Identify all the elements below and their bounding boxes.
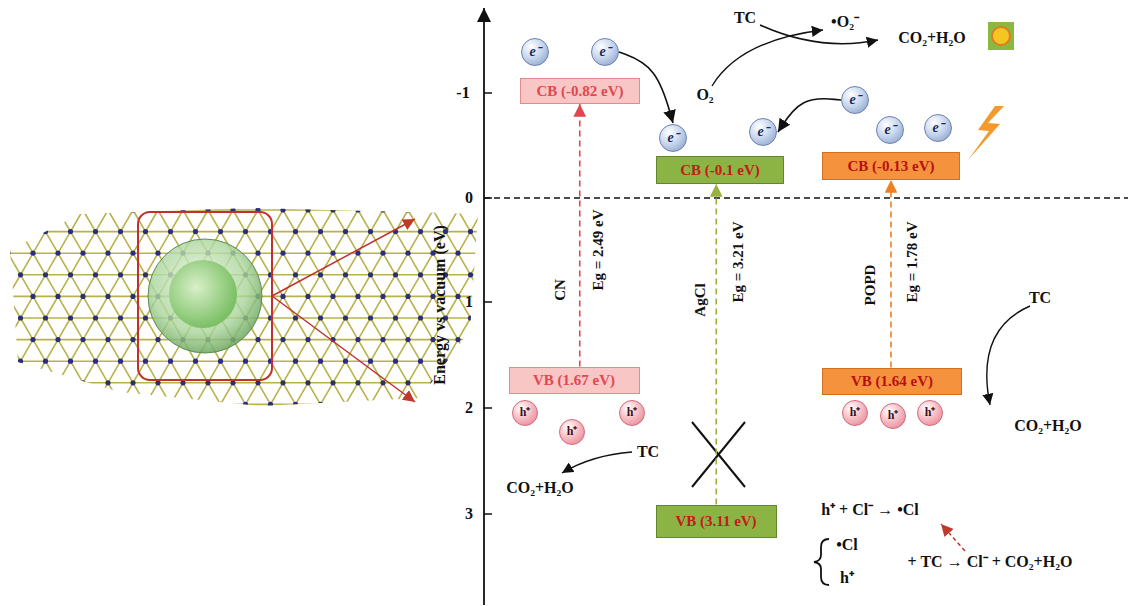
vacuum-zero-line bbox=[484, 197, 1128, 199]
band-gap-label: Eg = 3.21 eV bbox=[730, 221, 747, 302]
band-label: e⁻ bbox=[849, 92, 860, 107]
band-label: h⁺ bbox=[567, 425, 578, 438]
agcl-valence-band: VB (3.11 eV) bbox=[656, 505, 777, 538]
excitation-arrow bbox=[715, 184, 717, 505]
band-label: h⁺ bbox=[888, 409, 899, 422]
band-label: h⁺ bbox=[627, 406, 638, 419]
band-gap-label: AgCl bbox=[692, 283, 709, 316]
band-label: CB (-0.82 eV) bbox=[536, 83, 623, 100]
hole: h⁺ bbox=[842, 400, 868, 426]
agcl-conduction-band: CB (-0.1 eV) bbox=[656, 156, 784, 184]
reaction-label: + TC → Cl⁻ + CO₂+H₂O bbox=[908, 553, 1073, 571]
cn-conduction-band: CB (-0.82 eV) bbox=[520, 78, 640, 104]
tick-label: 0 bbox=[465, 189, 473, 207]
zoom-arrow bbox=[272, 296, 415, 402]
electron: e⁻ bbox=[876, 116, 904, 144]
excitation-arrow bbox=[890, 180, 892, 368]
band-label: h⁺ bbox=[520, 406, 531, 419]
shell-sphere bbox=[148, 239, 262, 353]
blocked-cross bbox=[692, 422, 745, 487]
band-label: e⁻ bbox=[667, 130, 678, 145]
band-label: VB (1.67 eV) bbox=[533, 372, 615, 389]
axis-ticks bbox=[484, 93, 492, 514]
energy-axis bbox=[483, 8, 485, 605]
electron: e⁻ bbox=[521, 38, 549, 66]
core-sphere bbox=[169, 260, 237, 328]
band-gap-label: POPD bbox=[862, 265, 879, 306]
band-label: e⁻ bbox=[529, 44, 540, 59]
band-gap-label: Eg = 2.49 eV bbox=[590, 209, 607, 290]
electron: e⁻ bbox=[591, 38, 619, 66]
reaction-label: h⁺ bbox=[840, 569, 854, 587]
sun-icon bbox=[988, 22, 1014, 50]
zoom-arrow bbox=[272, 219, 415, 296]
hole: h⁺ bbox=[880, 403, 906, 429]
electron: e⁻ bbox=[841, 86, 869, 114]
band-label: e⁻ bbox=[599, 44, 610, 59]
reaction-label: CO₂+H₂O bbox=[506, 479, 574, 497]
popd-conduction-band: CB (-0.13 eV) bbox=[822, 152, 960, 180]
electron-transfer-arrow bbox=[778, 99, 841, 132]
tick-label: -1 bbox=[456, 84, 469, 102]
regeneration-arrow bbox=[941, 524, 965, 551]
band-label: e⁻ bbox=[932, 120, 943, 135]
carbon-nitride-sheet bbox=[0, 207, 508, 407]
band-label: e⁻ bbox=[757, 124, 768, 139]
tick-label: 1 bbox=[465, 293, 473, 311]
tick-label: 2 bbox=[465, 399, 473, 417]
reaction-label: CO₂+H₂O bbox=[1014, 417, 1082, 435]
band-label: VB (3.11 eV) bbox=[675, 513, 756, 530]
band-gap-label: Eg = 1.78 eV bbox=[904, 221, 921, 302]
excitation-arrow bbox=[579, 104, 581, 367]
zoom-frame bbox=[138, 212, 272, 380]
brace bbox=[814, 539, 829, 585]
band-label: VB (1.64 eV) bbox=[851, 373, 933, 390]
band-label: h⁺ bbox=[850, 406, 861, 419]
electron: e⁻ bbox=[749, 118, 777, 146]
band-label: CB (-0.1 eV) bbox=[680, 162, 760, 179]
reaction-label: TC bbox=[1029, 289, 1051, 307]
electron: e⁻ bbox=[924, 114, 952, 142]
light-bolt bbox=[968, 106, 1004, 160]
band-label: CB (-0.13 eV) bbox=[847, 158, 934, 175]
band-gap-label: CN bbox=[552, 279, 569, 301]
band-label: h⁺ bbox=[925, 406, 936, 419]
reaction-label: O₂ bbox=[696, 86, 713, 104]
connectors bbox=[580, 52, 891, 505]
reaction-label: CO₂+H₂O bbox=[898, 29, 966, 47]
popd-valence-band: VB (1.64 eV) bbox=[822, 368, 962, 395]
tick-label: 3 bbox=[465, 505, 473, 523]
reaction-label: •O₂⁻ bbox=[831, 13, 859, 31]
axis-title: Energy vs vacuum (eV) bbox=[431, 225, 449, 385]
hole: h⁺ bbox=[917, 400, 943, 426]
band-label: e⁻ bbox=[884, 122, 895, 137]
reaction-label: TC bbox=[637, 443, 659, 461]
hole: h⁺ bbox=[512, 400, 538, 426]
electron: e⁻ bbox=[659, 124, 687, 152]
hole: h⁺ bbox=[559, 419, 585, 445]
reaction-label: •Cl bbox=[836, 536, 858, 554]
hole: h⁺ bbox=[619, 400, 645, 426]
reaction-label: h⁺ + Cl⁻ → •Cl bbox=[821, 501, 919, 519]
cn-valence-band: VB (1.67 eV) bbox=[509, 367, 640, 394]
reaction-label: TC bbox=[734, 9, 756, 27]
